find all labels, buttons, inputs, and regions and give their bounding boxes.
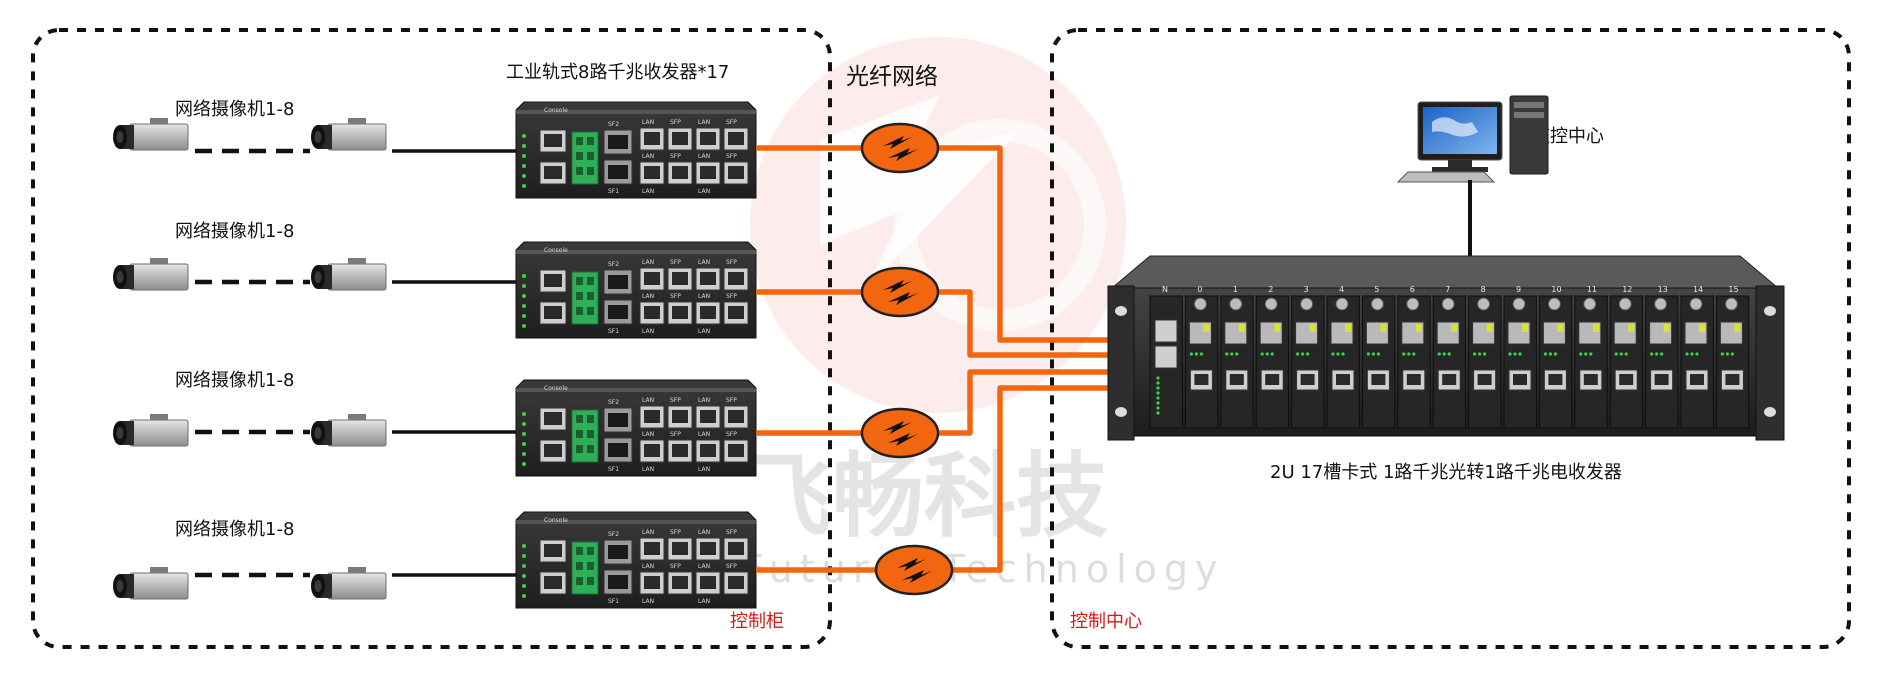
chassis-label: 2U 17槽卡式 1路千兆光转1路千兆电收发器	[1270, 462, 1622, 483]
camera-row	[112, 413, 518, 447]
chassis-slot-card: 1	[1220, 285, 1254, 429]
ip-camera-icon	[112, 566, 189, 600]
fiber-network-label: 光纤网络	[846, 64, 938, 90]
slot-number-label: 8	[1481, 285, 1486, 294]
chassis-slot-card: 4	[1326, 285, 1360, 429]
cabinet-label: 控制柜	[730, 611, 784, 632]
camera-group-label: 网络摄像机1-8	[175, 519, 294, 540]
slot-number-label: 3	[1304, 285, 1309, 294]
chassis-slot-card: 10	[1538, 285, 1573, 429]
slot-number-label: 10	[1551, 285, 1561, 294]
slot-number-label: 5	[1374, 285, 1379, 294]
industrial-switch-icon	[515, 241, 757, 339]
chassis-slot-card: 3	[1291, 285, 1325, 429]
slot-number-label: 2	[1268, 285, 1273, 294]
slot-number-label: 6	[1410, 285, 1415, 294]
chassis-slot-card: N	[1149, 285, 1183, 429]
fiber-network-icon	[860, 266, 940, 318]
slot-number-label: 9	[1516, 285, 1521, 294]
ip-camera-icon	[310, 566, 387, 600]
fiber-network-icon	[874, 544, 954, 596]
monitor-label: 监控中心	[1532, 126, 1604, 147]
camera-group-label: 网络摄像机1-8	[175, 370, 294, 391]
slot-number-label: 0	[1197, 285, 1202, 294]
chassis-slot-card: 8	[1468, 285, 1502, 429]
chassis-slot-card: 6	[1397, 285, 1431, 429]
chassis-slot-card: 15	[1715, 285, 1750, 429]
chassis-slot-card: 14	[1680, 285, 1714, 429]
industrial-switch-icon	[515, 101, 757, 199]
camera-row	[112, 117, 518, 154]
chassis-slot-card: 12	[1609, 285, 1644, 429]
chassis-slot-card: 7	[1432, 285, 1467, 429]
slot-number-label: 14	[1693, 285, 1703, 294]
switch-title: 工业轨式8路千兆收发器*17	[506, 62, 729, 83]
industrial-switch-icon	[515, 511, 757, 609]
chassis-slot-card: 13	[1645, 285, 1679, 429]
slot-number-label: 4	[1339, 285, 1344, 294]
ip-camera-icon	[310, 257, 387, 291]
cabinet-region-border	[31, 28, 832, 649]
slot-number-label: 1	[1233, 285, 1238, 294]
slot-number-label: 7	[1445, 285, 1450, 294]
ip-camera-icon	[310, 413, 387, 447]
control-center-label: 控制中心	[1070, 611, 1142, 632]
watermark-cn: 飞畅科技	[740, 442, 1108, 550]
slot-number-label: 11	[1587, 285, 1597, 294]
chassis-slot-card: 9	[1503, 285, 1537, 429]
ip-camera-icon	[112, 117, 189, 151]
fiber-network-icon	[860, 122, 940, 174]
ip-camera-icon	[310, 117, 387, 151]
slot-number-label: 15	[1728, 285, 1738, 294]
slot-number-label: N	[1162, 285, 1168, 294]
chassis-slot-card: 2	[1255, 285, 1290, 429]
ip-camera-icon	[112, 413, 189, 447]
chassis-slot-card: 0	[1184, 285, 1219, 429]
camera-row	[112, 566, 518, 600]
slot-number-label: 12	[1622, 285, 1632, 294]
industrial-switch-icon	[515, 379, 757, 477]
camera-row	[112, 257, 518, 291]
chassis-slot-card: 11	[1574, 285, 1608, 429]
camera-group-label: 网络摄像机1-8	[175, 221, 294, 242]
fiber-network-icon	[860, 407, 940, 459]
chassis-slot-card: 5	[1361, 285, 1396, 429]
camera-group-label: 网络摄像机1-8	[175, 99, 294, 120]
ip-camera-icon	[112, 257, 189, 291]
control-center-region-border	[1050, 28, 1851, 649]
monitor-pc-icon	[1396, 95, 1549, 183]
slot-number-label: 13	[1658, 285, 1668, 294]
